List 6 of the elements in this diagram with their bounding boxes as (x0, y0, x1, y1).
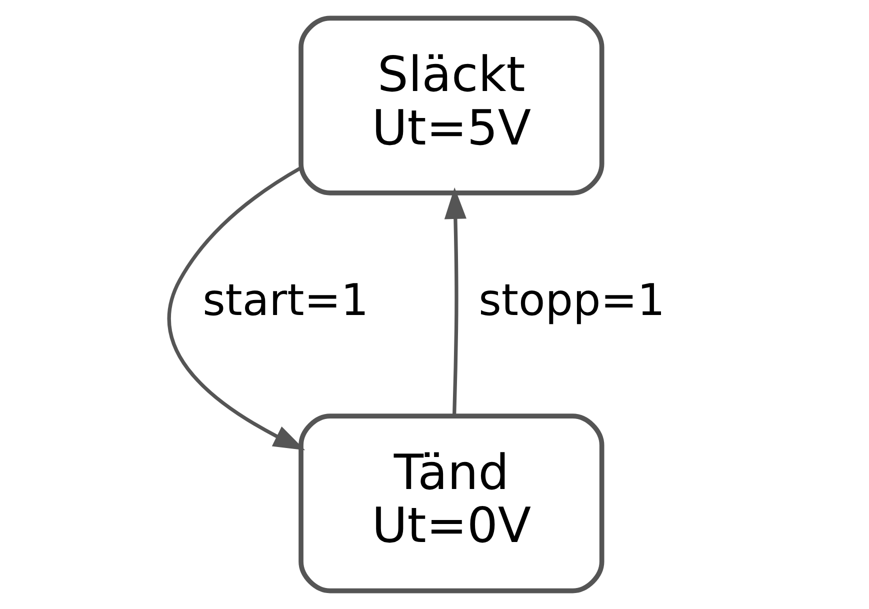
node-box: Tänd Ut=0V (298, 414, 604, 594)
arrow (444, 187, 466, 416)
edge-label: stopp=1 (478, 275, 665, 326)
arrow (167, 166, 305, 450)
edge-label: start=1 (202, 275, 368, 326)
node-box: Släckt Ut=5V (298, 16, 604, 196)
